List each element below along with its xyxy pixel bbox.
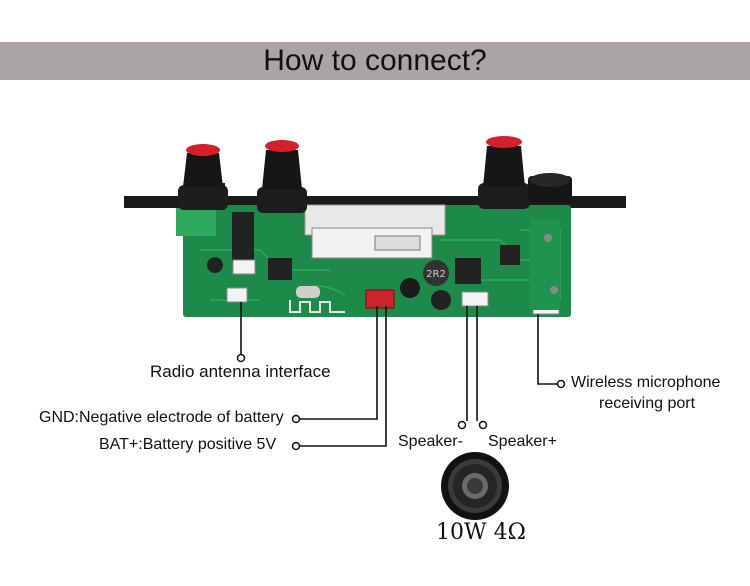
inductor (423, 260, 449, 286)
connector-markers (236, 353, 566, 451)
capacitor (431, 290, 451, 310)
usb-port (374, 235, 421, 251)
pcb-board (183, 205, 571, 317)
header-banner: How to connect? (0, 42, 750, 80)
volume-knob (178, 144, 228, 210)
speaker-positive-label: Speaker+ (488, 433, 557, 450)
crystal (296, 286, 320, 298)
treble-knob (257, 140, 307, 213)
solder-pad (550, 286, 558, 294)
bt-antenna (289, 300, 345, 313)
inductor-label: 2R2 (426, 269, 446, 280)
amplifier-chip (455, 258, 481, 284)
gnd-label: GND:Negative electrode of battery (39, 409, 284, 426)
pcb-edge (530, 220, 560, 310)
connector (226, 287, 248, 303)
mic-jack (528, 173, 572, 202)
capacitor (207, 257, 223, 273)
power-connector (365, 289, 395, 309)
usb-tf-connector (311, 227, 433, 259)
wireless-mic-label-line1: Wireless microphone (571, 374, 721, 391)
chip (268, 258, 292, 280)
speaker (441, 452, 509, 520)
chip (500, 245, 520, 265)
leader-lines (240, 302, 557, 447)
bat-label: BAT+:Battery positive 5V (99, 436, 277, 453)
speaker-connector (461, 291, 489, 307)
radio-antenna-connector (232, 259, 256, 275)
bass-knob (478, 136, 530, 209)
radio-antenna-label: Radio antenna interface (150, 362, 331, 381)
solder-pad (544, 234, 552, 242)
pcb-tab (176, 208, 216, 236)
page-title: How to connect? (263, 44, 487, 77)
speaker-negative-label: Speaker- (398, 433, 463, 450)
wireless-mic-label-line2: receiving port (599, 395, 696, 412)
capacitor (400, 278, 420, 298)
speaker-spec: 10W 4Ω (436, 520, 526, 545)
switch-bank (232, 212, 254, 262)
